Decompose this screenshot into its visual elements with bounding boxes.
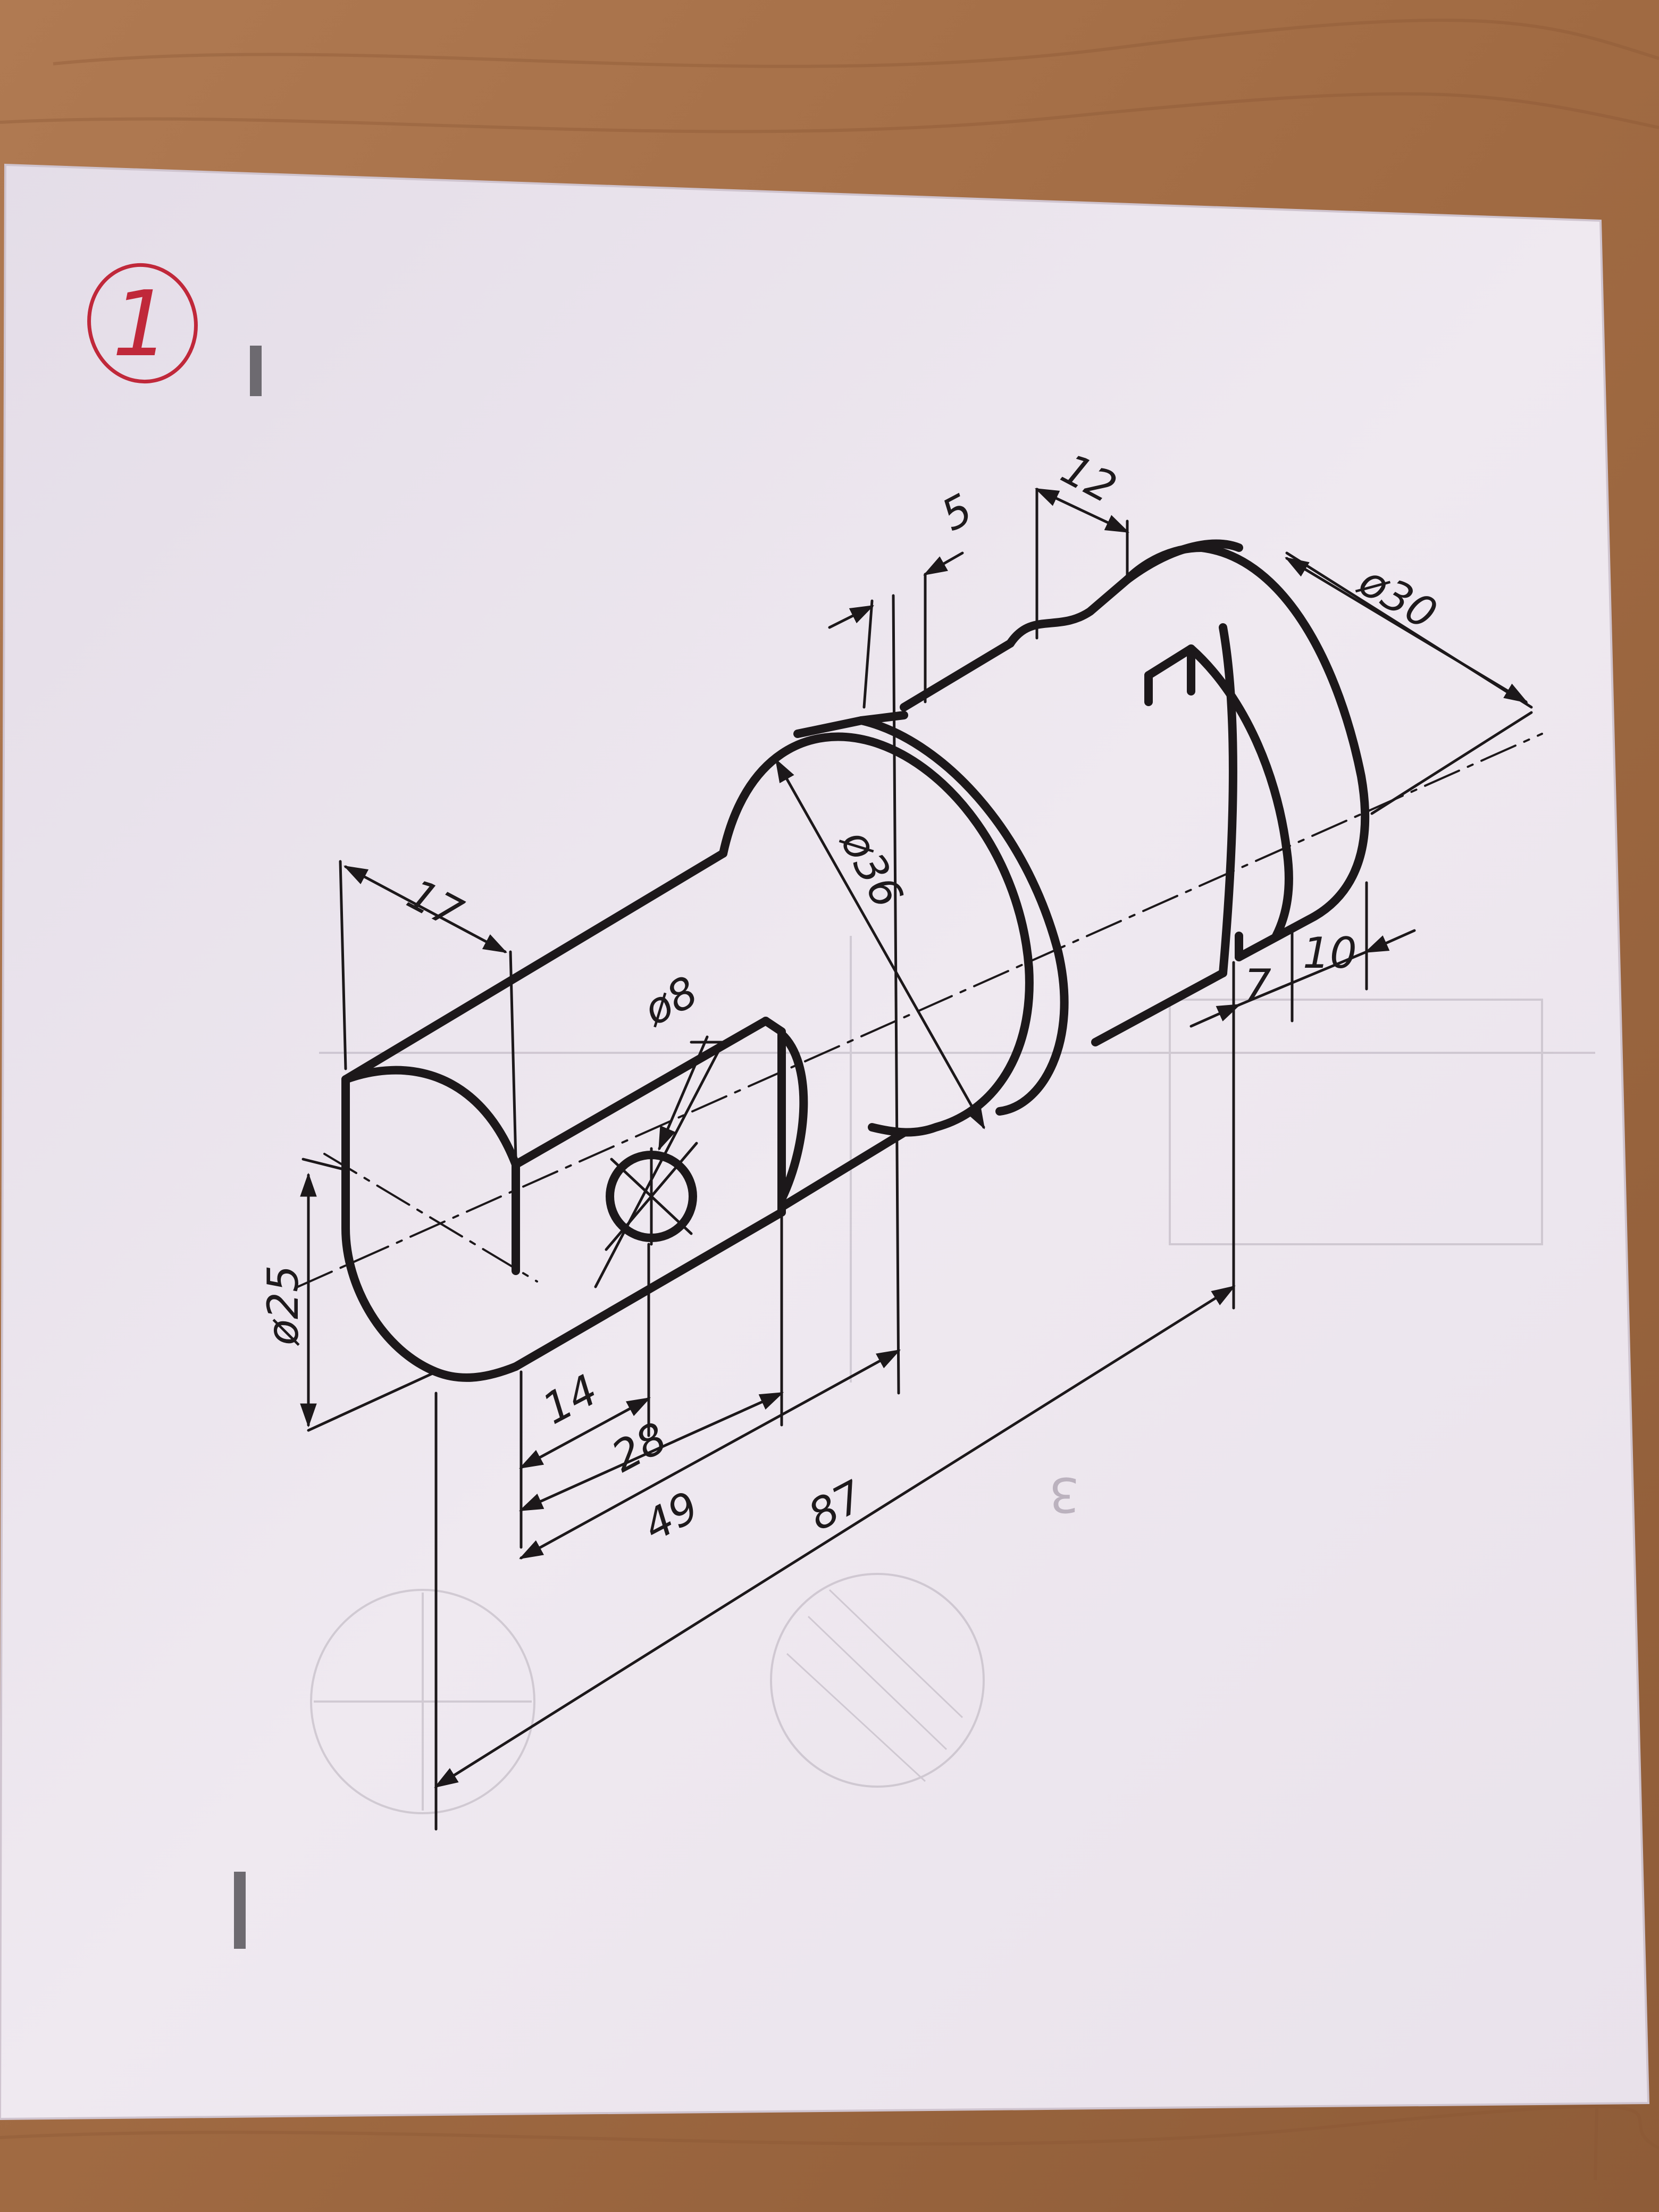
registration-mark-bottom (234, 1872, 246, 1949)
dim-10: 10 (1303, 928, 1357, 978)
back-page-digit: 3 (1049, 1467, 1079, 1522)
dim-7: 7 (1244, 960, 1271, 1010)
dimension-lines (300, 488, 1528, 1788)
dim-phi25: ø25 (258, 1265, 308, 1346)
registration-mark-top (250, 346, 262, 396)
paper-sheet (0, 163, 1650, 2121)
marker-number: 1 (112, 272, 170, 377)
end-face-centerline (323, 1153, 538, 1283)
end-cylinder-phi30 (1123, 543, 1370, 961)
red-circled-number: 1 (87, 263, 198, 384)
